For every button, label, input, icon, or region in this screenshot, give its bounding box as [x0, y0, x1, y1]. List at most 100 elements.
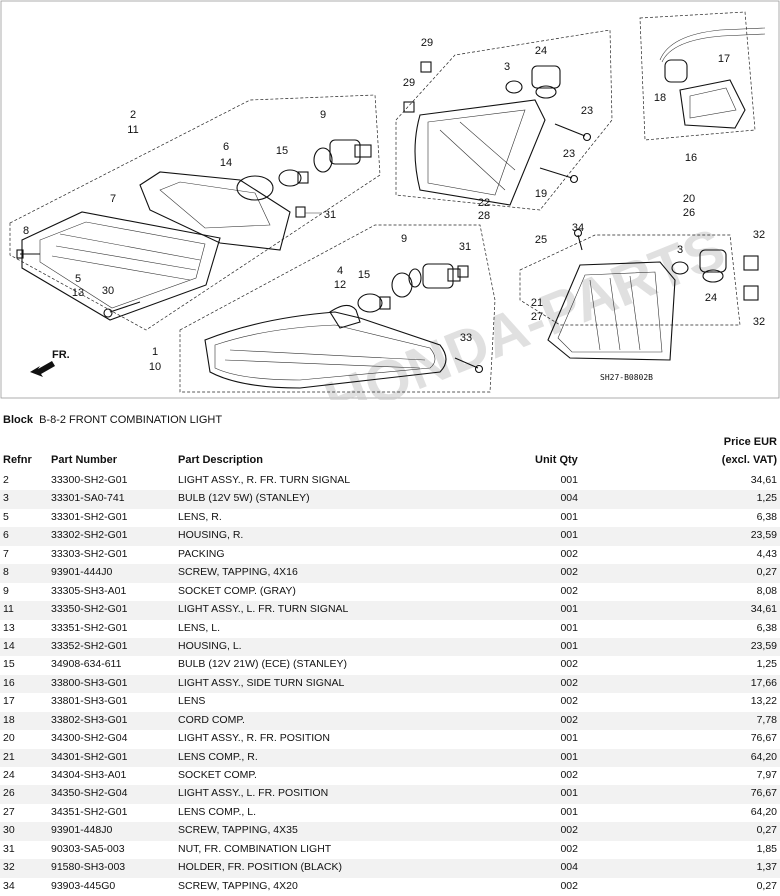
unit-qty-cell: 001 — [560, 639, 578, 652]
part-number-cell: 93901-444J0 — [51, 566, 113, 579]
refnr-cell: 6 — [3, 529, 9, 542]
part-description-cell: HOUSING, L. — [178, 639, 242, 652]
callout-number: 21 — [531, 297, 543, 309]
callout-number: 10 — [149, 361, 161, 373]
callout-number: 22 — [478, 197, 490, 209]
part-number-cell: 33301-SH2-G01 — [51, 510, 128, 523]
callout-number: 2 — [130, 109, 136, 121]
unit-qty-cell: 002 — [560, 842, 578, 855]
price-cell: 76,67 — [750, 732, 777, 745]
unit-qty-cell: 001 — [560, 805, 578, 818]
callout-number: 24 — [705, 292, 717, 304]
refnr-cell: 2 — [3, 474, 9, 486]
price-cell: 0,27 — [756, 879, 777, 892]
part-number-cell: 34351-SH2-G01 — [51, 805, 128, 818]
unit-qty-cell: 002 — [560, 769, 578, 781]
callout-number: 7 — [110, 193, 116, 205]
combination-light-lower-group — [179, 224, 496, 393]
refnr-cell: 14 — [3, 639, 15, 652]
part-number-cell: 34301-SH2-G01 — [51, 750, 128, 763]
part-number-cell: 33802-SH3-G01 — [51, 713, 128, 726]
callout-number: 3 — [677, 244, 683, 256]
part-number-cell: 33801-SH3-G01 — [51, 695, 128, 708]
part-description-cell: SCREW, TAPPING, 4X20 — [178, 879, 298, 892]
part-description-cell: SOCKET COMP. — [178, 769, 257, 781]
position-light-lower-group — [519, 228, 759, 361]
callout-number: 5 — [75, 273, 81, 285]
refnr-cell: 7 — [3, 547, 9, 560]
price-cell: 8,08 — [756, 584, 777, 597]
block-title: Block B-8-2 FRONT COMBINATION LIGHT — [3, 414, 222, 426]
block-name: B-8-2 FRONT COMBINATION LIGHT — [39, 414, 223, 426]
unit-qty-cell: 004 — [560, 492, 578, 505]
block-prefix: Block — [3, 414, 33, 426]
price-cell: 0,27 — [756, 566, 777, 579]
part-description-cell: LIGHT ASSY., SIDE TURN SIGNAL — [178, 676, 345, 689]
unit-qty-cell: 002 — [560, 658, 578, 671]
turn-signal-right-group — [9, 94, 381, 331]
refnr-cell: 30 — [3, 824, 15, 837]
part-description-cell: PACKING — [178, 547, 225, 560]
part-description-cell: SCREW, TAPPING, 4X16 — [178, 566, 298, 579]
part-description-cell: LENS, R. — [178, 510, 222, 523]
front-direction-arrow: FR. — [30, 349, 70, 377]
unit-qty-cell: 002 — [560, 695, 578, 708]
callout-number: 23 — [563, 148, 575, 160]
price-cell: 7,78 — [756, 713, 777, 726]
price-cell: 1,25 — [756, 492, 777, 505]
callout-number: 33 — [460, 332, 472, 344]
price-cell: 0,27 — [756, 824, 777, 837]
callout-number: 12 — [334, 279, 346, 291]
price-cell: 34,61 — [750, 474, 777, 486]
exploded-parts-diagram: HONDA-PARTS — [0, 0, 780, 400]
price-cell: 64,20 — [750, 750, 777, 763]
part-number-cell: 33350-SH2-G01 — [51, 603, 128, 616]
header-price-line2: (excl. VAT) — [721, 454, 777, 466]
callout-number: 1 — [152, 346, 158, 358]
price-cell: 64,20 — [750, 805, 777, 818]
part-description-cell: HOLDER, FR. POSITION (BLACK) — [178, 861, 342, 874]
unit-qty-cell: 004 — [560, 861, 578, 874]
callout-number: 25 — [535, 234, 547, 246]
unit-qty-cell: 001 — [560, 750, 578, 763]
watermark: HONDA-PARTS — [316, 216, 734, 400]
part-number-cell: 91580-SH3-003 — [51, 861, 126, 874]
refnr-cell: 24 — [3, 769, 15, 781]
part-description-cell: NUT, FR. COMBINATION LIGHT — [178, 842, 332, 855]
callout-number: 3 — [504, 61, 510, 73]
table-header: Refnr Part Number Part Description Unit … — [0, 432, 780, 472]
part-description-cell: SOCKET COMP. (GRAY) — [178, 584, 296, 597]
price-cell: 6,38 — [756, 510, 777, 523]
callout-number: 14 — [220, 157, 232, 169]
part-number-cell: 93901-448J0 — [51, 824, 113, 837]
part-number-cell: 34304-SH3-A01 — [51, 769, 127, 781]
header-part-description: Part Description — [178, 454, 263, 466]
refnr-cell: 16 — [3, 676, 15, 689]
price-cell: 23,59 — [750, 529, 777, 542]
